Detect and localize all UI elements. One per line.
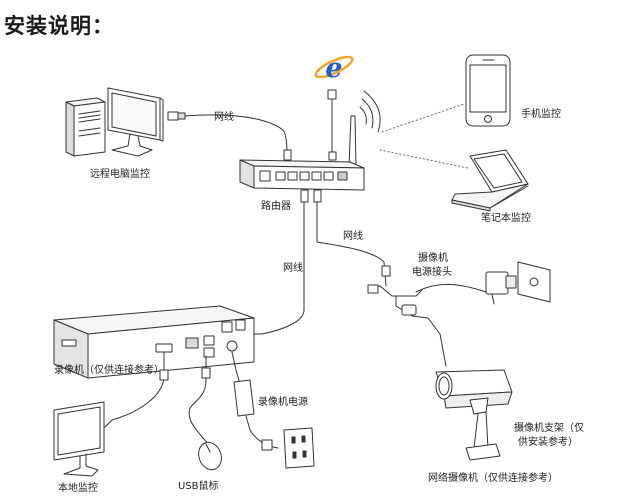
camera-power-connector [368, 284, 486, 366]
label-cable-left: 网线 [283, 263, 303, 274]
network-camera [436, 370, 512, 460]
nvr-cables [100, 352, 240, 446]
label-laptop: 笔记本监控 [481, 213, 531, 224]
wireless-links [380, 104, 468, 168]
label-network-camera: 网络摄像机（仅供连接参考） [428, 473, 558, 484]
usb-mouse [195, 439, 225, 473]
label-camera-bracket-line2: 供安装参考） [518, 437, 578, 448]
label-phone: 手机监控 [521, 109, 561, 120]
remote-pc-monitor [108, 88, 163, 156]
laptop [452, 150, 528, 211]
nvr-box [54, 306, 254, 378]
label-local-monitor: 本地监控 [58, 483, 98, 494]
label-cable-right: 网线 [343, 231, 363, 242]
label-nvr-power: 录像机电源 [258, 397, 308, 408]
router [240, 90, 380, 190]
wall-socket [284, 428, 314, 468]
phone [466, 55, 510, 126]
cable-router-to-camera [314, 190, 390, 286]
label-remote-pc: 远程电脑监控 [90, 169, 150, 180]
label-cable-top: 网线 [214, 112, 234, 123]
svg-text:e: e [325, 53, 342, 84]
label-router: 路由器 [261, 201, 291, 212]
label-camera-power-line2: 电源接头 [412, 267, 452, 278]
nvr-power-adapter [234, 380, 278, 450]
wall-power-adapter [486, 262, 550, 304]
page-title: 安装说明： [4, 14, 114, 38]
remote-pc-tower [66, 98, 105, 156]
remote-pc-cable [168, 112, 291, 160]
label-nvr: 录像机（仅供连接参考） [54, 365, 164, 376]
local-monitor [54, 402, 104, 476]
label-camera-bracket-line1: 摄像机支架（仅 [514, 423, 584, 434]
ie-logo-icon: e [313, 53, 354, 84]
label-usb-mouse: USB鼠标 [178, 481, 219, 492]
wifi-signal-icon [360, 91, 380, 132]
label-camera-power-line1: 摄像机 [418, 253, 448, 264]
